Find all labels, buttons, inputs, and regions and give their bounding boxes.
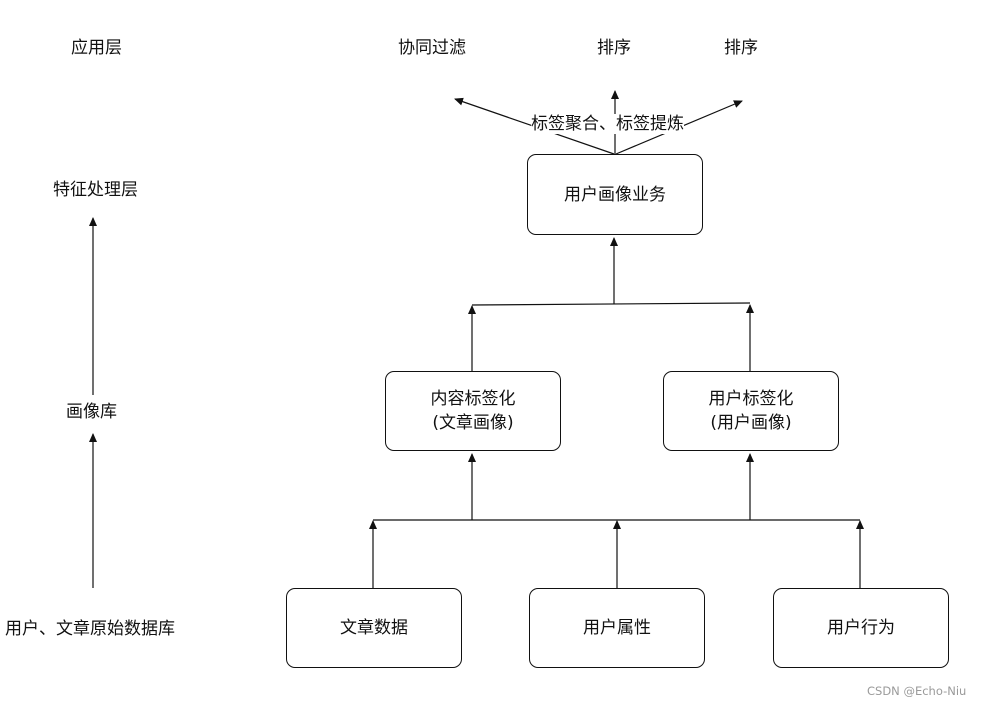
node-label-line2: (用户画像) <box>710 413 792 433</box>
output-label-sort-2: 排序 <box>724 38 758 58</box>
layer-label-app: 应用层 <box>71 38 122 58</box>
node-user-profile-business: 用户画像业务 <box>527 154 703 235</box>
node-label: 文章数据 <box>340 618 408 638</box>
node-article-data: 文章数据 <box>286 588 462 668</box>
output-label-cf: 协同过滤 <box>398 38 466 58</box>
node-label: 用户属性 <box>583 618 651 638</box>
output-label-aggregation: 标签聚合、标签提炼 <box>531 114 684 134</box>
watermark: CSDN @Echo-Niu <box>867 684 967 698</box>
layer-label-raw: 用户、文章原始数据库 <box>5 619 175 639</box>
node-label-line2: (文章画像) <box>432 413 514 433</box>
node-content-tagging: 内容标签化 (文章画像) <box>385 371 561 451</box>
node-label-line1: 用户标签化 <box>708 389 794 409</box>
node-label-line1: 内容标签化 <box>430 389 516 409</box>
node-user-tagging: 用户标签化 (用户画像) <box>663 371 839 451</box>
layer-label-profile: 画像库 <box>66 402 117 422</box>
node-user-behavior: 用户行为 <box>773 588 949 668</box>
node-label: 用户行为 <box>827 618 895 638</box>
node-label: 用户画像业务 <box>564 184 666 205</box>
output-label-sort-1: 排序 <box>597 38 631 58</box>
bus-middle <box>471 302 751 306</box>
node-user-attributes: 用户属性 <box>529 588 705 668</box>
layer-label-feature: 特征处理层 <box>53 180 138 200</box>
